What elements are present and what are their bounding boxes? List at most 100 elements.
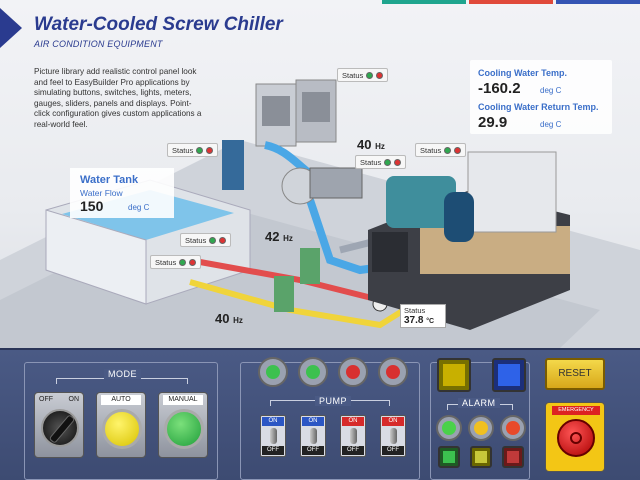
cooling-water-return-unit: deg C bbox=[540, 120, 562, 129]
cooling-water-return-value: 29.9 bbox=[478, 114, 508, 131]
emergency-stop-button[interactable] bbox=[557, 419, 595, 457]
water-tank-label: Water Tank bbox=[80, 174, 139, 186]
emergency-stop: EMERGENCY bbox=[545, 402, 605, 472]
alarm-ack-green[interactable] bbox=[438, 446, 460, 468]
status-red-dot bbox=[376, 71, 384, 79]
selector-knob[interactable] bbox=[41, 409, 79, 447]
status-label: Status bbox=[342, 70, 364, 80]
tab-blue[interactable] bbox=[556, 0, 640, 4]
toggle-off-label: OFF bbox=[382, 446, 404, 455]
process-scene: Water-Cooled Screw Chiller AIR CONDITION… bbox=[0, 0, 640, 348]
cooling-water-temp-unit: deg C bbox=[540, 86, 562, 95]
pump-toggle-4[interactable]: ON OFF bbox=[380, 415, 406, 457]
auto-button[interactable] bbox=[102, 409, 142, 449]
emergency-label: EMERGENCY bbox=[552, 406, 600, 415]
status-label: Status bbox=[360, 157, 382, 167]
status-badge-main-pump[interactable]: Status bbox=[355, 155, 407, 169]
pump-lamp-1 bbox=[258, 357, 288, 387]
frequency-mid-pump: 42 Hz bbox=[265, 229, 293, 244]
frequency-unit: Hz bbox=[375, 142, 385, 151]
status-green-dot bbox=[196, 146, 204, 154]
pump-toggle-3[interactable]: ON OFF bbox=[340, 415, 366, 457]
status-red-dot bbox=[219, 236, 227, 244]
title-accent bbox=[0, 8, 22, 48]
status-badge-cooling-tower[interactable]: Status bbox=[337, 68, 389, 82]
manual-button-plate: MANUAL bbox=[158, 392, 208, 458]
mode-selector-switch[interactable]: OFF ON bbox=[34, 392, 84, 458]
cooling-tower-graphic bbox=[255, 79, 337, 147]
status-badge-chiller[interactable]: Status bbox=[415, 143, 467, 157]
status-green-dot bbox=[366, 71, 374, 79]
pump-toggle-1[interactable]: ON OFF bbox=[260, 415, 286, 457]
floor-illustration bbox=[0, 79, 640, 348]
pump-label: PUMP bbox=[315, 396, 352, 406]
water-flow-unit: deg C bbox=[128, 203, 150, 212]
alarm-label: ALARM bbox=[458, 398, 500, 408]
cooling-water-return-label: Cooling Water Return Temp. bbox=[478, 102, 599, 112]
chiller-status-label: Status bbox=[404, 306, 426, 315]
status-red-dot bbox=[454, 146, 462, 154]
pump-graphics bbox=[222, 140, 388, 312]
alarm-ack-red[interactable] bbox=[502, 446, 524, 468]
toggle-on-label: ON bbox=[342, 417, 364, 426]
manual-button[interactable] bbox=[164, 409, 204, 449]
manual-label: MANUAL bbox=[163, 395, 203, 405]
auto-label: AUTO bbox=[101, 395, 141, 405]
status-label: Status bbox=[420, 145, 442, 155]
page-subtitle: AIR CONDITION EQUIPMENT bbox=[34, 39, 163, 49]
status-green-dot bbox=[384, 158, 392, 166]
status-red-dot bbox=[394, 158, 402, 166]
water-tank-card: Water Tank Water Flow 150 deg C bbox=[70, 168, 174, 218]
tab-teal[interactable] bbox=[382, 0, 466, 4]
frequency-value: 40 bbox=[357, 137, 372, 152]
toggle-off-label: OFF bbox=[342, 446, 364, 455]
description-text: Picture library add realistic control pa… bbox=[34, 67, 202, 129]
alarm-lamp-yellow bbox=[468, 415, 494, 441]
frequency-bottom-pump: 40 Hz bbox=[215, 311, 243, 326]
frequency-unit: Hz bbox=[233, 316, 243, 325]
chiller-temp-number: 37.8 bbox=[404, 315, 424, 326]
cooling-water-card: Cooling Water Temp. -160.2 deg C Cooling… bbox=[470, 60, 612, 134]
pump-lamp-2 bbox=[298, 357, 328, 387]
reset-button[interactable]: RESET bbox=[545, 358, 605, 390]
frequency-value: 42 bbox=[265, 229, 280, 244]
chiller-graphic bbox=[368, 151, 570, 330]
pump-lamp-3 bbox=[338, 357, 368, 387]
frequency-unit: Hz bbox=[283, 234, 293, 243]
status-green-dot bbox=[444, 146, 452, 154]
alarm-blue-square-button[interactable] bbox=[492, 358, 526, 392]
status-label: Status bbox=[155, 257, 177, 267]
alarm-ack-yellow[interactable] bbox=[470, 446, 492, 468]
toggle-on-label: ON bbox=[262, 417, 284, 426]
frequency-main-pump: 40 Hz bbox=[357, 137, 385, 152]
tab-red[interactable] bbox=[469, 0, 553, 4]
alarm-yellow-square-button[interactable] bbox=[437, 358, 471, 392]
cooling-water-temp-value: -160.2 bbox=[478, 80, 521, 97]
cooling-water-temp-label: Cooling Water Temp. bbox=[478, 68, 567, 78]
selector-on-label: ON bbox=[68, 396, 80, 403]
pump-toggle-2[interactable]: ON OFF bbox=[300, 415, 326, 457]
auto-button-plate: AUTO bbox=[96, 392, 146, 458]
power-icon bbox=[570, 432, 582, 444]
toggle-on-label: ON bbox=[302, 417, 324, 426]
chiller-temp-value: 37.8 °C bbox=[404, 315, 434, 326]
toggle-off-label: OFF bbox=[262, 446, 284, 455]
status-green-dot bbox=[179, 258, 187, 266]
status-red-dot bbox=[189, 258, 197, 266]
status-badge-tank-pump[interactable]: Status bbox=[167, 143, 219, 157]
mode-label: MODE bbox=[104, 369, 141, 379]
frequency-value: 40 bbox=[215, 311, 230, 326]
status-badge-valve-lower[interactable]: Status bbox=[150, 255, 202, 269]
status-label: Status bbox=[185, 235, 207, 245]
top-tabs bbox=[379, 0, 640, 4]
pump-lamp-4 bbox=[378, 357, 408, 387]
chiller-temp-box: Status 37.8 °C bbox=[400, 304, 446, 328]
status-green-dot bbox=[209, 236, 217, 244]
page-title: Water-Cooled Screw Chiller bbox=[34, 14, 283, 35]
status-label: Status bbox=[172, 145, 194, 155]
status-red-dot bbox=[206, 146, 214, 154]
chiller-temp-unit: °C bbox=[426, 318, 435, 325]
status-badge-valve-upper[interactable]: Status bbox=[180, 233, 232, 247]
toggle-off-label: OFF bbox=[302, 446, 324, 455]
toggle-on-label: ON bbox=[382, 417, 404, 426]
